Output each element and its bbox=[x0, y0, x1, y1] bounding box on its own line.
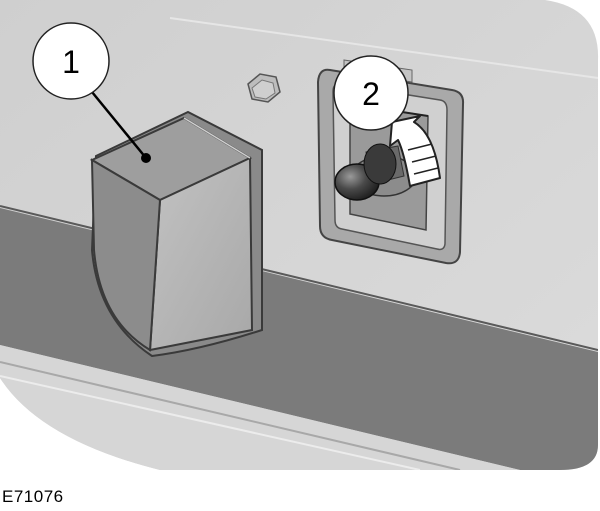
figure-code: E71076 bbox=[2, 487, 64, 506]
callout-1-dot bbox=[141, 153, 151, 163]
callout-2-label: 2 bbox=[362, 76, 380, 112]
cover bbox=[89, 110, 263, 358]
callout-2: 2 bbox=[333, 55, 409, 131]
bolt-icon bbox=[247, 73, 281, 103]
callout-1-circle bbox=[32, 22, 110, 100]
up-arrow-icon bbox=[389, 115, 441, 187]
callout-1: 1 bbox=[32, 22, 151, 163]
toggle-switch bbox=[334, 143, 417, 201]
callout-2-circle bbox=[333, 55, 409, 131]
callout-1-label: 1 bbox=[62, 44, 80, 80]
